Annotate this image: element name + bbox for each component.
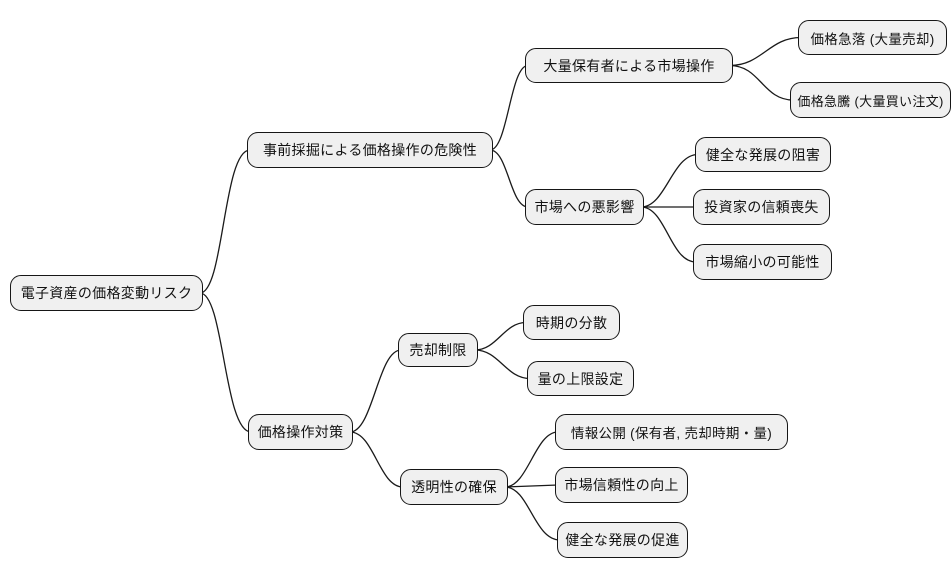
node-market-credibility-improvement: 市場信頼性の向上 (555, 467, 688, 503)
node-market-adverse-effects: 市場への悪影響 (525, 189, 644, 225)
node-healthy-development-promotion: 健全な発展の促進 (557, 522, 688, 558)
node-transparency: 透明性の確保 (400, 469, 508, 505)
node-sale-restrictions: 売却制限 (398, 333, 478, 367)
node-timing-diversification: 時期の分散 (523, 305, 620, 340)
connector-root-to-countermeasures (199, 292, 252, 433)
node-volume-cap: 量の上限設定 (527, 361, 634, 396)
node-information-disclosure: 情報公開 (保有者, 売却時期・量) (555, 414, 788, 450)
node-price-crash: 価格急落 (大量売却) (798, 20, 947, 55)
node-market-shrink-possibility: 市場縮小の可能性 (693, 244, 832, 280)
connector-premining-to-adverse-effects (489, 149, 529, 208)
connector-adverse-to-market-shrink (640, 206, 697, 263)
node-investor-trust-loss: 投資家の信頼喪失 (693, 189, 830, 225)
node-root: 電子資産の価格変動リスク (10, 275, 203, 311)
node-premining-risk: 事前採掘による価格操作の危険性 (247, 132, 493, 168)
connector-sale-restrictions-to-timing (474, 321, 527, 351)
connector-countermeasures-to-transparency (349, 431, 404, 488)
connector-adverse-to-development-hindrance (640, 153, 699, 208)
connector-premining-to-large-holder (489, 64, 529, 151)
node-manipulation-countermeasures: 価格操作対策 (248, 414, 353, 450)
connector-transparency-to-credibility (504, 484, 559, 488)
node-price-surge: 価格急騰 (大量買い注文) (790, 82, 951, 118)
connector-countermeasures-to-sale-restrictions (349, 349, 402, 433)
node-healthy-development-hindrance: 健全な発展の阻害 (695, 137, 831, 172)
connector-transparency-to-development-promotion (504, 486, 561, 541)
connector-transparency-to-disclosure (504, 431, 559, 488)
connector-sale-restrictions-to-volume-cap (474, 349, 531, 380)
node-large-holder-manipulation: 大量保有者による市場操作 (525, 48, 733, 83)
connector-large-holder-to-price-crash (729, 36, 802, 67)
connector-root-to-premining-risk (199, 149, 251, 294)
connector-large-holder-to-price-surge (729, 64, 794, 101)
